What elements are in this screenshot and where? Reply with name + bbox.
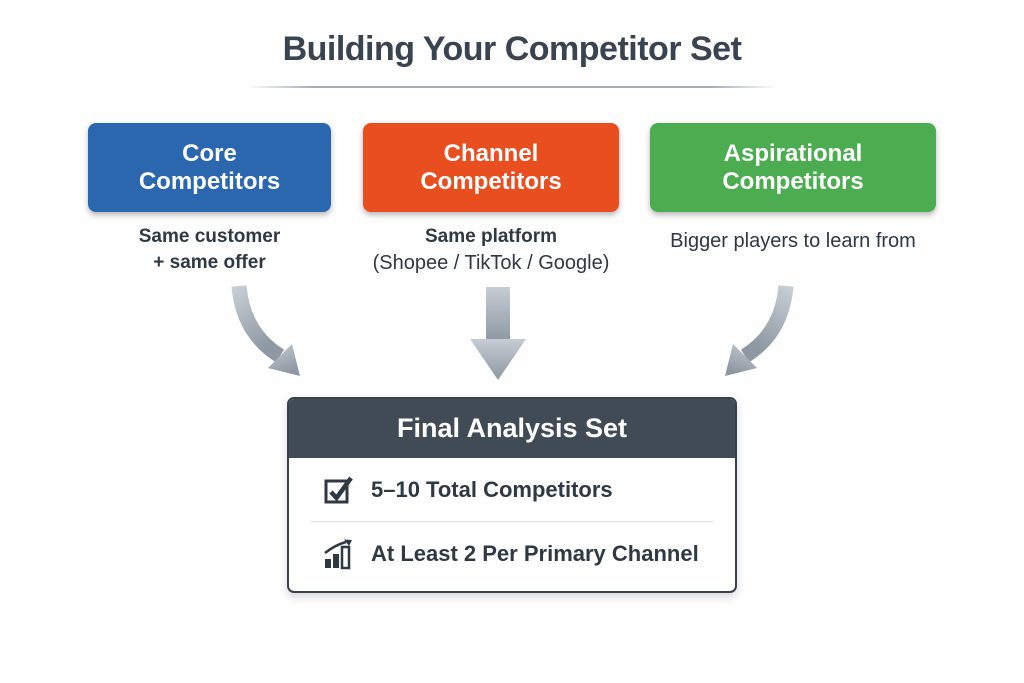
list-item-text: At Least 2 Per Primary Channel (371, 540, 699, 566)
channel-competitors-box: Channel Competitors (363, 123, 619, 212)
aspirational-competitors-box: Aspirational Competitors (650, 123, 936, 212)
title-divider (247, 86, 777, 88)
channel-competitors-label-line2: Competitors (420, 167, 562, 195)
bar-chart-growth-icon (324, 539, 352, 569)
core-desc-line2: + same offer (153, 252, 266, 273)
final-analysis-body: 5–10 Total Competitors At Least 2 Per Pr… (289, 458, 735, 585)
aspirational-competitors-description: Bigger players to learn from (650, 228, 936, 254)
core-desc-line1: Same customer (138, 226, 281, 247)
core-competitors-label-line1: Core (182, 139, 237, 167)
list-item: 5–10 Total Competitors (289, 458, 735, 521)
channel-desc-line1: Same platform (425, 226, 557, 247)
page-title: Building Your Competitor Set (282, 30, 742, 68)
row-divider (311, 521, 713, 522)
core-competitors-label-line2: Competitors (138, 167, 281, 195)
list-item: At Least 2 Per Primary Channel (289, 522, 735, 585)
final-analysis-card: Final Analysis Set 5–10 Total Competitor… (287, 397, 737, 593)
channel-competitors-description: Same platform (Shopee / TikTok / Google) (363, 224, 619, 276)
aspirational-competitors-label-line2: Competitors (722, 167, 864, 195)
checked-checkbox-icon (324, 476, 353, 503)
core-competitors-description: Same customer + same offer (88, 224, 331, 276)
core-competitors-box: Core Competitors (88, 123, 331, 212)
final-analysis-title: Final Analysis Set (396, 413, 628, 443)
list-item-text: 5–10 Total Competitors (371, 476, 613, 502)
arrow-down-icon (470, 287, 526, 380)
arrow-down-left-icon (725, 285, 794, 376)
channel-desc-line2: (Shopee / TikTok / Google) (372, 252, 610, 274)
final-analysis-header: Final Analysis Set (289, 399, 735, 458)
aspirational-desc-line1: Bigger players to learn from (670, 230, 916, 252)
arrow-down-right-icon (231, 285, 300, 376)
channel-competitors-label-line1: Channel (443, 139, 539, 167)
aspirational-competitors-label-line1: Aspirational (723, 139, 863, 167)
